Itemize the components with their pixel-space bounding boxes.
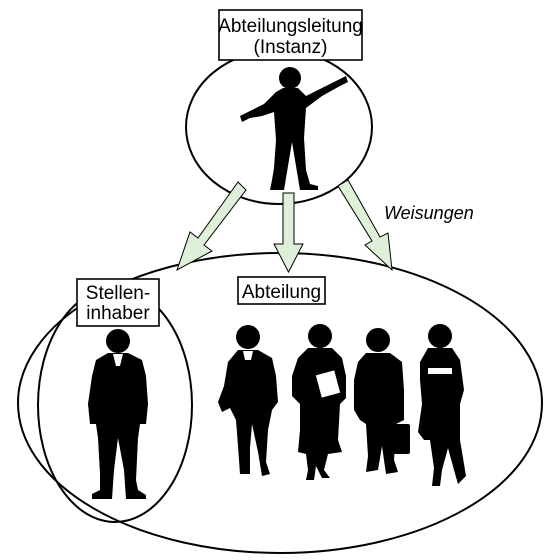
team-member-4-silhouette (418, 324, 466, 486)
department-label-text: Abteilung (242, 282, 321, 303)
post-holder-label: Stellen- inhaber (76, 278, 160, 327)
manager-silhouette (240, 67, 348, 190)
team-member-3-silhouette (354, 328, 410, 474)
management-label-line1: Abteilungsleitung (218, 16, 363, 37)
team-member-2-silhouette (292, 324, 346, 480)
department-label: Abteilung (237, 276, 326, 305)
management-label: Abteilungsleitung (Instanz) (218, 9, 363, 61)
instruction-arrows (176, 179, 393, 274)
management-label-box (218, 9, 363, 61)
post-holder-label-line2: inhaber (86, 303, 150, 324)
team-member-1-silhouette (218, 325, 278, 476)
post-holder-label-box (76, 278, 160, 327)
arrow-right (337, 179, 393, 272)
post-holder-label-line1: Stellen- (86, 283, 150, 304)
instructions-label: Weisungen (384, 203, 474, 223)
post-holder-silhouette (88, 329, 148, 499)
arrow-left (176, 181, 247, 272)
arrow-middle (273, 192, 304, 274)
management-label-line2: (Instanz) (254, 37, 328, 58)
department-label-box (237, 276, 326, 305)
